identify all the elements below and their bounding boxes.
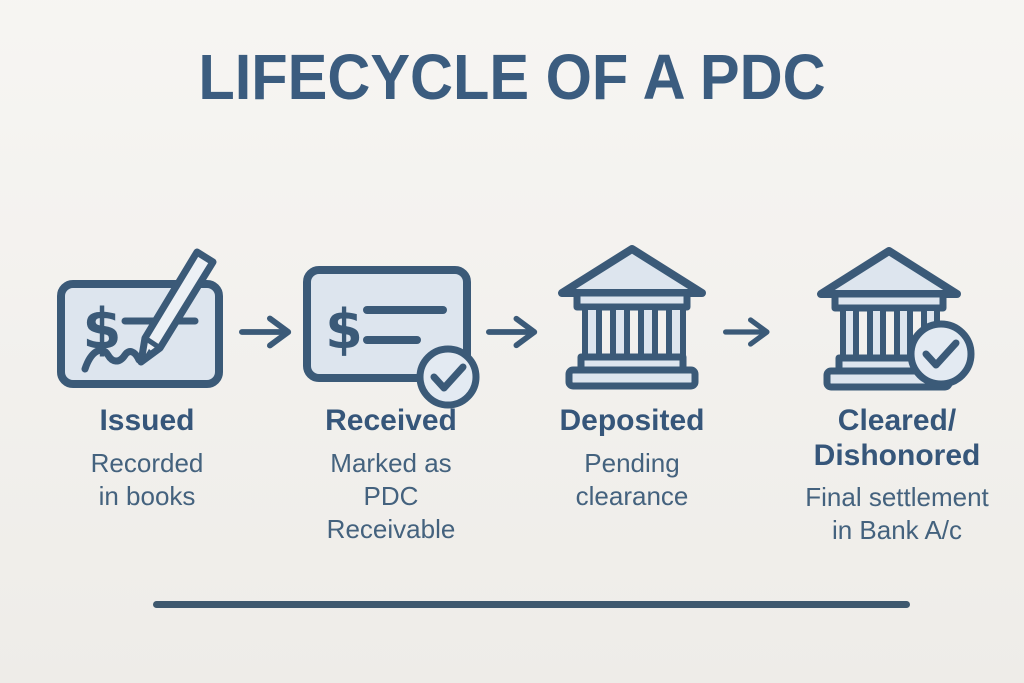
right-arrow-icon: [238, 312, 296, 352]
lifecycle-flow: $ Issued Recorded in books: [0, 240, 1021, 547]
stage-issued: $ Issued Recorded in books: [56, 240, 238, 513]
right-arrow-icon: [486, 312, 541, 352]
svg-text:$: $: [325, 298, 363, 361]
stage-cleared-dishonored: Cleared/ Dishonored Final settlement in …: [773, 240, 1021, 547]
stage-description: Recorded in books: [90, 447, 204, 511]
stage-heading: Received: [325, 404, 457, 437]
stage-heading: Issued: [99, 404, 195, 437]
cheque-pen-icon: $: [55, 240, 240, 392]
stage-description: Marked as PDC Receivable: [326, 447, 456, 544]
page-title: LIFECYCLE OF A PDC: [198, 41, 826, 113]
bank-icon: [557, 240, 707, 392]
bank-verified-icon: [817, 240, 977, 392]
stage-heading: Deposited: [559, 404, 705, 437]
stage-received: $ Received Marked as PDC Receivable: [296, 240, 486, 546]
cheque-verified-icon: $: [301, 240, 481, 409]
stage-description: Final settlement in Bank A/c: [805, 482, 989, 546]
stage-description: Pending clearance: [575, 447, 689, 511]
right-arrow-icon: [723, 312, 773, 352]
stage-heading: Cleared/ Dishonored: [813, 404, 981, 472]
baseline-divider: [153, 601, 910, 608]
stage-deposited: Deposited Pending clearance: [541, 240, 723, 513]
